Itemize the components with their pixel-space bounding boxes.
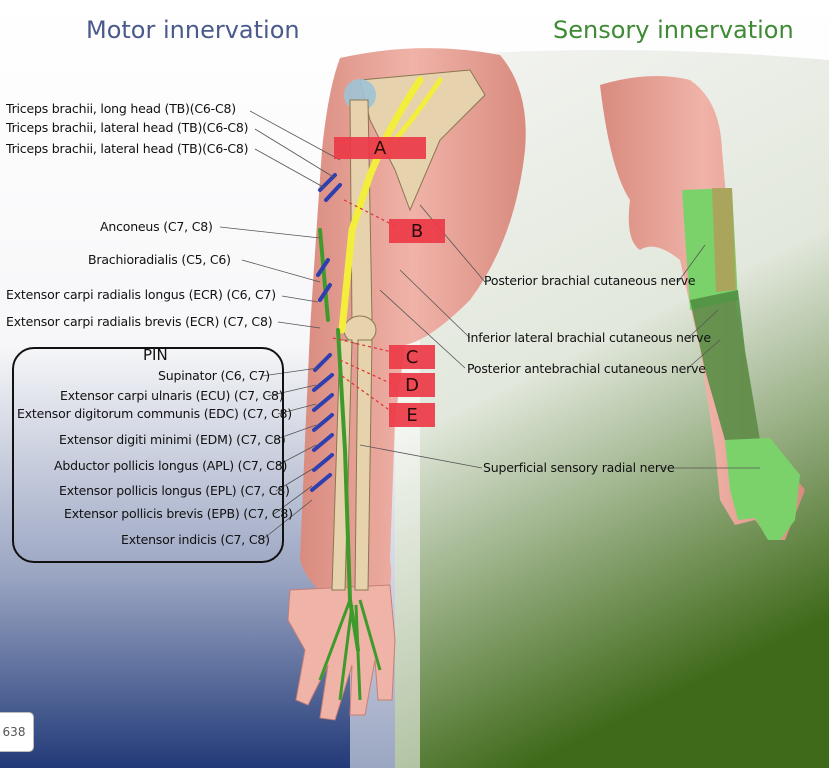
label-superficial-sensory-radial-nerve: Superficial sensory radial nerve [483, 460, 675, 475]
label-edc: Extensor digitorum communis (EDC) (C7, C… [17, 406, 292, 421]
label-posterior-antebrachial-cutaneous-nerve: Posterior antebrachial cutaneous nerve [467, 361, 706, 376]
label-epl: Extensor pollicis longus (EPL) (C7, C8) [59, 483, 290, 498]
motor-innervation-title: Motor innervation [86, 16, 300, 44]
label-ecr-brevis: Extensor carpi radialis brevis (ECR) (C7… [6, 314, 273, 329]
label-triceps-lateral-head-1: Triceps brachii, lateral head (TB)(C6-C8… [6, 120, 249, 135]
label-ecu: Extensor carpi ulnaris (ECU) (C7, C8) [60, 388, 284, 403]
pin-group-box [12, 347, 284, 563]
marker-c: C [389, 345, 435, 369]
marker-e: E [389, 403, 435, 427]
pin-title: PIN [143, 346, 168, 364]
marker-b: B [389, 219, 445, 243]
label-apl: Abductor pollicis longus (APL) (C7, C8) [54, 458, 288, 473]
label-anconeus: Anconeus (C7, C8) [100, 219, 213, 234]
marker-a: A [334, 137, 426, 159]
label-inferior-lateral-brachial-cutaneous-nerve: Inferior lateral brachial cutaneous nerv… [467, 330, 711, 345]
marker-d: D [389, 373, 435, 397]
label-edm: Extensor digiti minimi (EDM) (C7, C8) [59, 432, 286, 447]
label-epb: Extensor pollicis brevis (EPB) (C7, C8) [64, 506, 293, 521]
label-triceps-long-head: Triceps brachii, long head (TB)(C6-C8) [6, 101, 236, 116]
label-posterior-brachial-cutaneous-nerve: Posterior brachial cutaneous nerve [484, 273, 696, 288]
label-brachioradialis: Brachioradialis (C5, C6) [88, 252, 231, 267]
label-ecr-longus: Extensor carpi radialis longus (ECR) (C6… [6, 287, 276, 302]
label-triceps-lateral-head-2: Triceps brachii, lateral head (TB)(C6-C8… [6, 141, 249, 156]
page-number-badge: 638 [0, 712, 34, 752]
sensory-innervation-title: Sensory innervation [553, 16, 794, 44]
label-supinator: Supinator (C6, C7) [158, 368, 270, 383]
label-extensor-indicis: Extensor indicis (C7, C8) [121, 532, 270, 547]
